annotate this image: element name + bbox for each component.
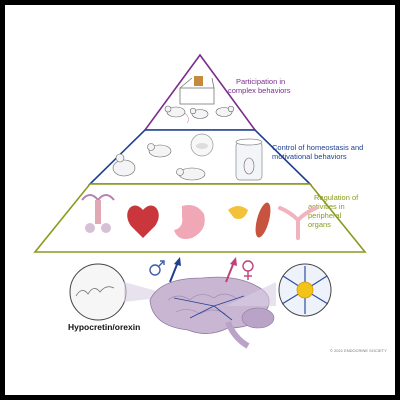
mouse-icon	[147, 143, 172, 158]
organs-row	[81, 194, 318, 240]
neuron-icon	[281, 266, 329, 314]
tier-middle-label-line: Control of homeostasis and	[272, 143, 363, 152]
zoom-circle-left	[69, 263, 127, 321]
homeostasis-scene	[112, 133, 263, 181]
up-arrow-icon	[225, 257, 237, 283]
brain-label: Hypocretin/orexin	[68, 322, 140, 332]
uterus-icon	[278, 206, 318, 240]
water-cylinder-icon	[235, 138, 263, 181]
pancreas-icon	[228, 206, 248, 219]
tier-bottom-label-line: peripheral	[308, 211, 342, 220]
mouse-icon	[164, 105, 186, 118]
muscle-icon	[255, 202, 271, 238]
mouse-icon	[215, 105, 235, 117]
up-arrow-icon	[169, 257, 181, 283]
heart-icon	[127, 205, 159, 238]
tier-bottom-label-line: activities in	[308, 202, 345, 211]
food-bubble-icon	[190, 133, 214, 157]
cage-icon	[179, 76, 215, 105]
stomach-icon	[174, 205, 205, 239]
male-symbol-icon	[149, 260, 165, 276]
orexin-fiber-icon	[75, 286, 115, 297]
tier-bottom-label: Regulation of activities in peripheral o…	[308, 193, 360, 229]
cerebellum-icon	[241, 307, 275, 329]
projection-arrows	[173, 295, 245, 321]
tier-top-label-line: complex behaviors	[228, 86, 291, 95]
brain-section	[69, 263, 332, 349]
mouse-icon	[189, 107, 209, 119]
female-symbol-icon	[242, 260, 254, 280]
mouse-icon	[176, 167, 206, 181]
tier-top-label: Participation in complex behaviors	[228, 77, 291, 95]
tier-top-label-line: Participation in	[236, 77, 285, 86]
brain-folds	[167, 293, 237, 315]
tier-middle-label: Control of homeostasis and motivational …	[272, 143, 365, 161]
mouse-tail	[184, 112, 189, 124]
reproductive-organ-icon	[81, 194, 115, 233]
tier-bottom-label-line: Regulation of	[314, 193, 359, 202]
tier-middle-label-line: motivational behaviors	[272, 152, 347, 161]
brainstem-icon	[225, 320, 250, 349]
tier-bottom-label-line: organs	[308, 220, 331, 229]
copyright-text: © 2021 ENDOCRINE SOCIETY	[330, 348, 387, 353]
zoom-connector-right	[226, 282, 276, 306]
mouse-icon	[112, 153, 136, 177]
complex-behavior-scene	[164, 76, 235, 124]
